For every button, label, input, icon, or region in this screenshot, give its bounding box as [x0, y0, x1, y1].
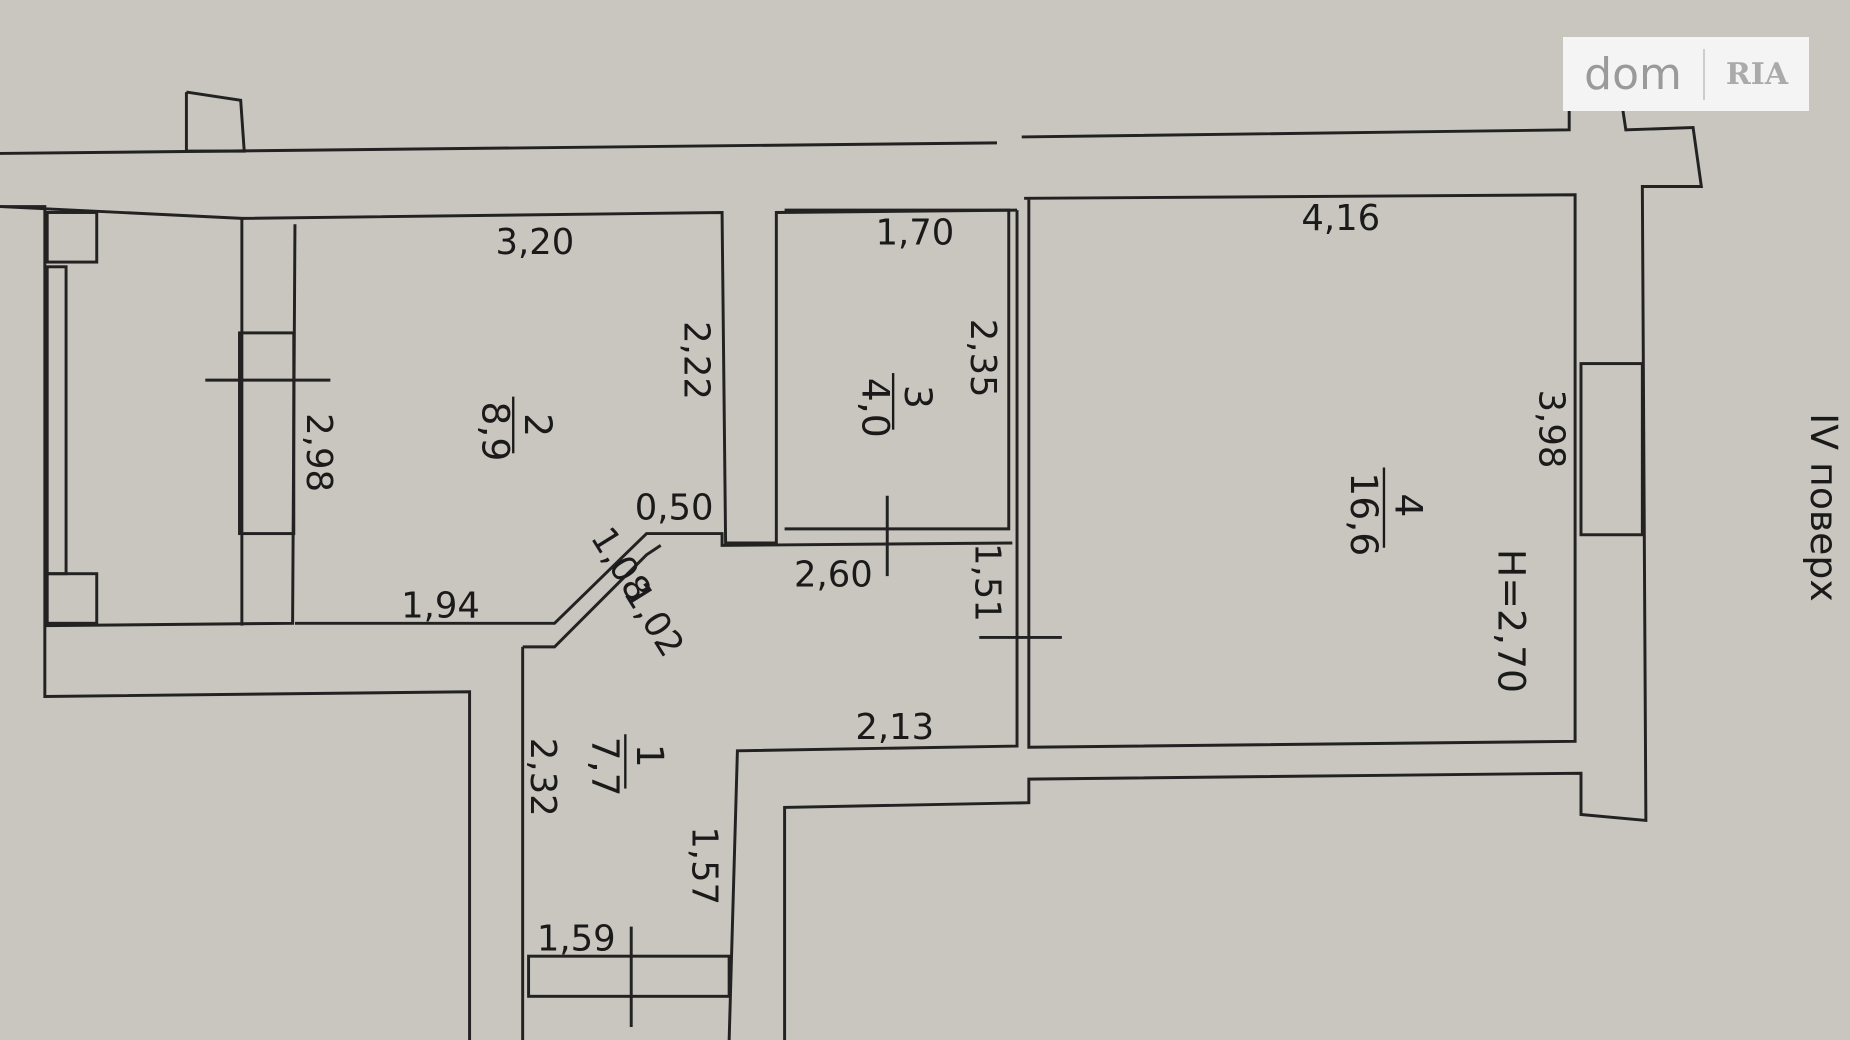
logo-ria: RIA — [1725, 56, 1789, 92]
room-area: 8,9 — [474, 401, 518, 461]
dim-1-70: 1,70 — [875, 212, 954, 253]
dim-2-13: 2,13 — [855, 707, 934, 748]
room-area: 16,6 — [1342, 472, 1386, 556]
dim-1-02: 1,02 — [615, 576, 692, 665]
domria-logo: dom RIA — [1563, 37, 1809, 111]
dim-1-59: 1,59 — [537, 918, 616, 959]
dim-2-98: 2,98 — [298, 413, 339, 492]
logo-dom: dom — [1563, 48, 1705, 100]
dim-2-60: 2,60 — [794, 555, 873, 596]
ceiling-height: H=2,70 — [1489, 549, 1533, 693]
dim-0-50: 0,50 — [635, 487, 714, 528]
room-number: 4 — [1387, 493, 1431, 517]
room-2-label: 2 8,9 — [474, 396, 560, 461]
room-4-label: 4 16,6 — [1342, 467, 1431, 556]
dim-3-20: 3,20 — [496, 222, 575, 263]
room-number: 1 — [628, 744, 672, 768]
dim-1-94: 1,94 — [401, 585, 480, 626]
dim-2-32: 2,32 — [522, 738, 563, 817]
room-area: 4,0 — [853, 378, 897, 438]
dim-1-57: 1,57 — [684, 826, 725, 905]
room-3-label: 3 4,0 — [853, 373, 940, 438]
dim-2-35: 2,35 — [962, 319, 1003, 398]
room-number: 3 — [896, 385, 940, 409]
dim-1-51: 1,51 — [967, 543, 1008, 622]
dim-2-22: 2,22 — [675, 321, 716, 400]
dim-3-98: 3,98 — [1531, 390, 1572, 469]
room-number: 2 — [516, 413, 560, 437]
dim-4-16: 4,16 — [1301, 198, 1380, 239]
room-area: 7,7 — [583, 737, 627, 797]
floor-label: IV поверх — [1802, 413, 1846, 602]
room-1-label: 1 7,7 — [583, 734, 672, 797]
